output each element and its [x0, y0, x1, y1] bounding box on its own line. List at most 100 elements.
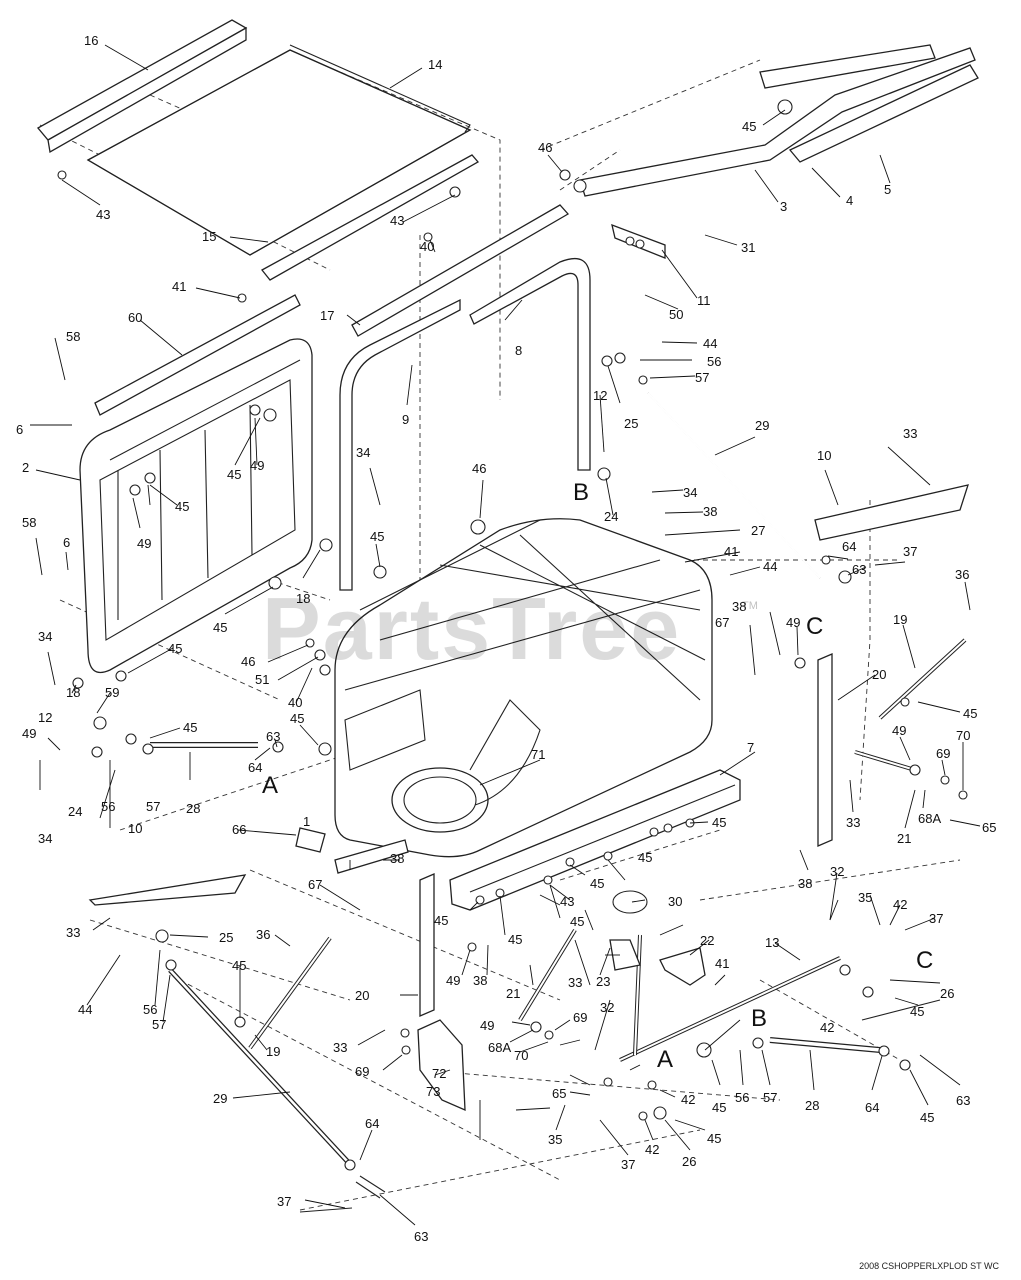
callout-61: 64 — [842, 539, 856, 554]
callout-49: 45 — [742, 119, 756, 134]
callout-46: 42 — [820, 1020, 834, 1035]
leader-lines — [30, 44, 981, 1226]
callout-65: 69 — [936, 746, 950, 761]
callout-2: 2 — [22, 460, 29, 475]
callout-37: 37 — [929, 911, 943, 926]
callout-26: 26 — [940, 986, 954, 1001]
lower-frame — [449, 769, 741, 911]
callout-24: 24 — [604, 509, 618, 524]
callout-22: 22 — [700, 933, 714, 948]
side-hoops — [339, 257, 591, 591]
callout-14: 14 — [428, 57, 442, 72]
callout-64: 68A — [918, 811, 941, 826]
callout-58: 56 — [143, 1002, 157, 1017]
callout-6: 6 — [63, 535, 70, 550]
callout-38: 38 — [798, 876, 812, 891]
callout-34: 34 — [683, 485, 697, 500]
callout-48: 44 — [763, 559, 777, 574]
callout-45: 43 — [560, 894, 574, 909]
callout-45: 43 — [390, 213, 404, 228]
callout-15: 15 — [202, 229, 216, 244]
callout-43: 41 — [172, 279, 186, 294]
callout-65: 69 — [355, 1064, 369, 1079]
callout-68: 72 — [432, 1066, 446, 1081]
callout-66: 70 — [514, 1048, 528, 1063]
callout-23: 23 — [596, 974, 610, 989]
callout-25: 25 — [624, 416, 638, 431]
callout-44: 41 — [715, 956, 729, 971]
callout-53: 49 — [250, 458, 264, 473]
callout-63: 67 — [715, 615, 729, 630]
rods — [150, 392, 967, 1164]
callout-49: 45 — [963, 706, 977, 721]
callout-9: 9 — [402, 412, 409, 427]
watermark: PartsTree — [262, 579, 682, 678]
section-letters: B C A C B A — [262, 479, 933, 1073]
callout-59: 57 — [152, 1017, 166, 1032]
callout-67: 71 — [531, 747, 545, 762]
callout-59: 57 — [695, 370, 709, 385]
callout-26: 26 — [682, 1154, 696, 1169]
callout-20: 20 — [872, 667, 886, 682]
rails — [36, 19, 570, 416]
callout-49: 45 — [508, 932, 522, 947]
callout-54: 59 — [105, 685, 119, 700]
callout-61: 64 — [365, 1116, 379, 1131]
callout-46: 42 — [893, 897, 907, 912]
callout-17: 17 — [320, 308, 334, 323]
callout-45: 43 — [96, 207, 110, 222]
callout-63: 67 — [308, 877, 322, 892]
callout-7: 7 — [747, 740, 754, 755]
callout-18: 18 — [296, 591, 310, 606]
callout-51: 50 — [669, 307, 683, 322]
callout-53: 49 — [446, 973, 460, 988]
callout-58: 56 — [101, 799, 115, 814]
callout-57: 65 — [552, 1086, 566, 1101]
callout-53: 49 — [137, 536, 151, 551]
callout-38: 38 — [390, 851, 404, 866]
callout-32: 32 — [600, 1000, 614, 1015]
callout-49: 45 — [910, 1004, 924, 1019]
callout-50: 46 — [241, 654, 255, 669]
callout-30: 30 — [668, 894, 682, 909]
callout-19: 19 — [893, 612, 907, 627]
callout-36: 36 — [256, 927, 270, 942]
callout-58: 56 — [735, 1090, 749, 1105]
callout-11: 11 — [697, 293, 711, 308]
callout-60: 63 — [956, 1093, 970, 1108]
callout-18: 18 — [66, 685, 80, 700]
callout-50: 46 — [472, 461, 486, 476]
callout-21: 21 — [506, 986, 520, 1001]
callout-49: 45 — [707, 1131, 721, 1146]
callout-49: 45 — [213, 620, 227, 635]
callout-49: 45 — [920, 1110, 934, 1125]
callout-60: 63 — [266, 729, 280, 744]
callout-43: 41 — [724, 544, 738, 559]
callout-35: 35 — [858, 890, 872, 905]
callout-49: 45 — [168, 641, 182, 656]
callout-34: 34 — [38, 831, 52, 846]
callout-28: 28 — [186, 801, 200, 816]
callout-68A: 73 — [426, 1084, 440, 1099]
callout-49: 45 — [712, 815, 726, 830]
callout-49: 45 — [370, 529, 384, 544]
callout-10: 10 — [817, 448, 831, 463]
callout-33: 33 — [568, 975, 582, 990]
footer-code: 2008 CSHOPPERLXPLOD ST WC — [859, 1261, 999, 1271]
callout-27: 27 — [751, 523, 765, 538]
hardware — [57, 169, 968, 1213]
section-letter-b: B — [751, 1005, 767, 1032]
callout-49: 45 — [232, 958, 246, 973]
callout-5: 5 — [884, 182, 891, 197]
callout-53: 49 — [22, 726, 36, 741]
callout-13: 13 — [765, 935, 779, 950]
plates — [88, 223, 969, 1112]
callout-49: 45 — [227, 467, 241, 482]
callout-20: 20 — [355, 988, 369, 1003]
callout-41: 40 — [420, 239, 434, 254]
section-letter-c: C — [806, 613, 823, 640]
callout-24: 24 — [68, 804, 82, 819]
callout-31: 31 — [741, 240, 755, 255]
callout-29: 29 — [755, 418, 769, 433]
callout-49: 45 — [712, 1100, 726, 1115]
